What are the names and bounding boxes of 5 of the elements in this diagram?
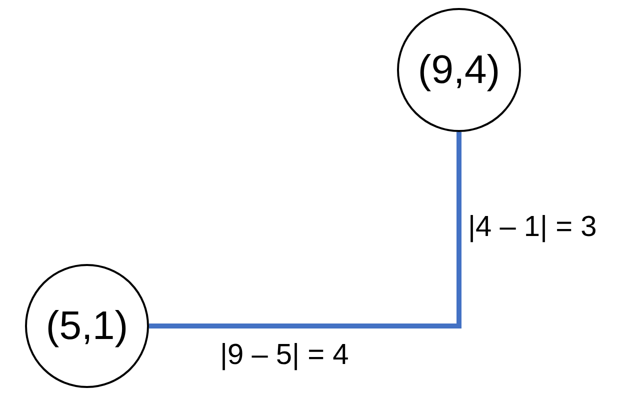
distance-label: |9 – 5| = 4 bbox=[220, 339, 349, 372]
coordinate-label: (9,4) bbox=[418, 48, 500, 92]
distance-label: |4 – 1| = 3 bbox=[468, 211, 597, 244]
connector-line bbox=[149, 132, 462, 328]
coordinate-label: (5,1) bbox=[46, 304, 128, 348]
